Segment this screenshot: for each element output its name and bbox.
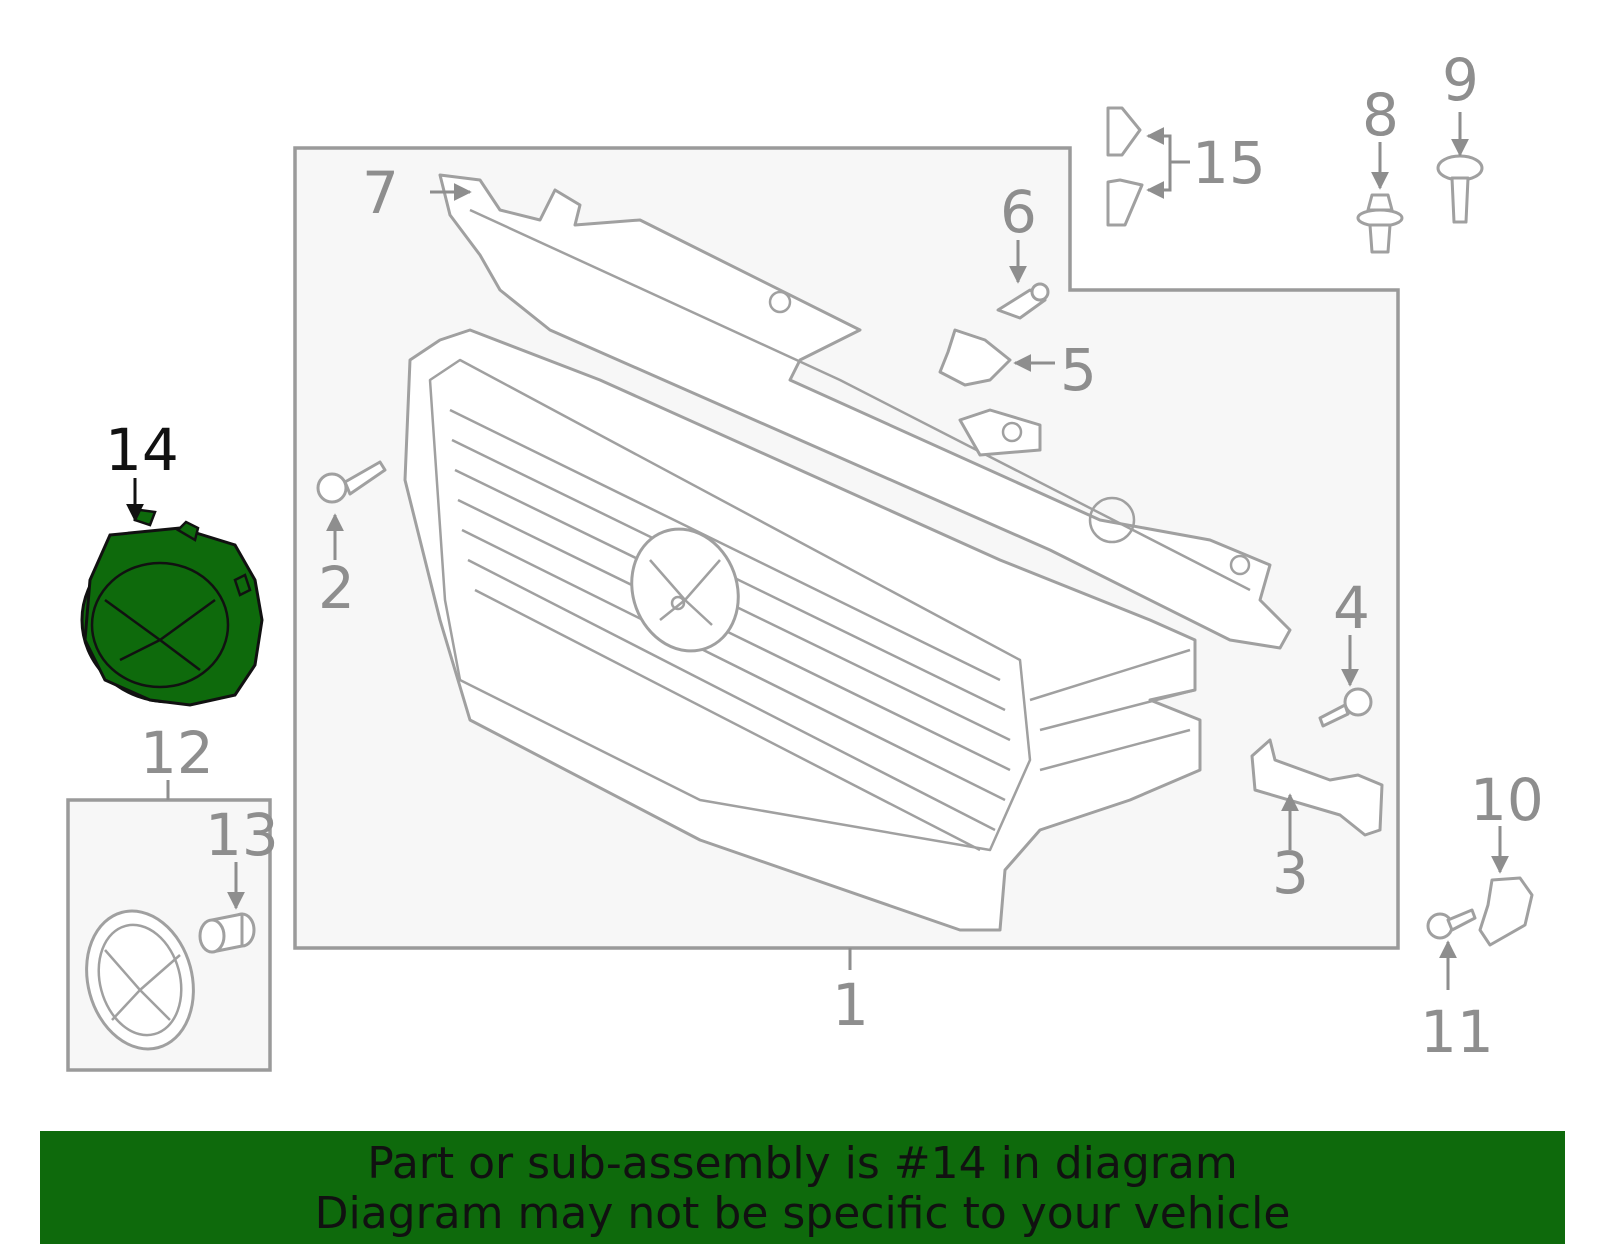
callout-5: 5	[1060, 336, 1097, 404]
banner-line-2: Diagram may not be specific to your vehi…	[314, 1188, 1291, 1239]
callout-7: 7	[362, 159, 399, 227]
callout-3: 3	[1272, 839, 1309, 907]
callout-4: 4	[1333, 574, 1370, 642]
callout-10: 10	[1470, 766, 1544, 834]
bolt-part-2	[316, 460, 387, 504]
callout-9: 9	[1442, 46, 1479, 114]
callout-8: 8	[1362, 81, 1399, 149]
push-pin-part-8	[1356, 193, 1404, 254]
clip-part-10	[1478, 876, 1534, 947]
callout-2: 2	[318, 554, 355, 622]
callout-6: 6	[1000, 178, 1037, 246]
callout-labels: 1 2 3 4 5 6 7 8 9 10 11 12 13 14 15	[105, 46, 1544, 1066]
grille-assembly	[403, 328, 1202, 932]
bracket-part-3	[1250, 738, 1384, 837]
bracket-part-5	[938, 328, 1012, 387]
nut-part-13	[198, 912, 256, 954]
info-banner: Part or sub-assembly is #14 in diagram D…	[40, 1131, 1565, 1244]
upper-reinforcement	[438, 173, 1292, 650]
clip-part-6	[996, 282, 1050, 320]
callout-13: 13	[205, 801, 279, 869]
leader-lines	[126, 112, 1509, 990]
highlighted-part-14[interactable]	[80, 508, 264, 707]
bolt-part-4	[1318, 687, 1373, 728]
callout-12: 12	[140, 719, 214, 787]
emblem-part-12	[85, 909, 195, 1051]
callout-1: 1	[832, 971, 869, 1039]
clips-part-15	[1106, 106, 1144, 227]
screw-part-11	[1426, 908, 1477, 940]
callout-14: 14	[105, 416, 179, 484]
callout-15: 15	[1192, 129, 1266, 197]
callout-11: 11	[1420, 998, 1494, 1066]
banner-line-1: Part or sub-assembly is #14 in diagram	[367, 1138, 1238, 1189]
screw-part-9	[1436, 154, 1484, 224]
